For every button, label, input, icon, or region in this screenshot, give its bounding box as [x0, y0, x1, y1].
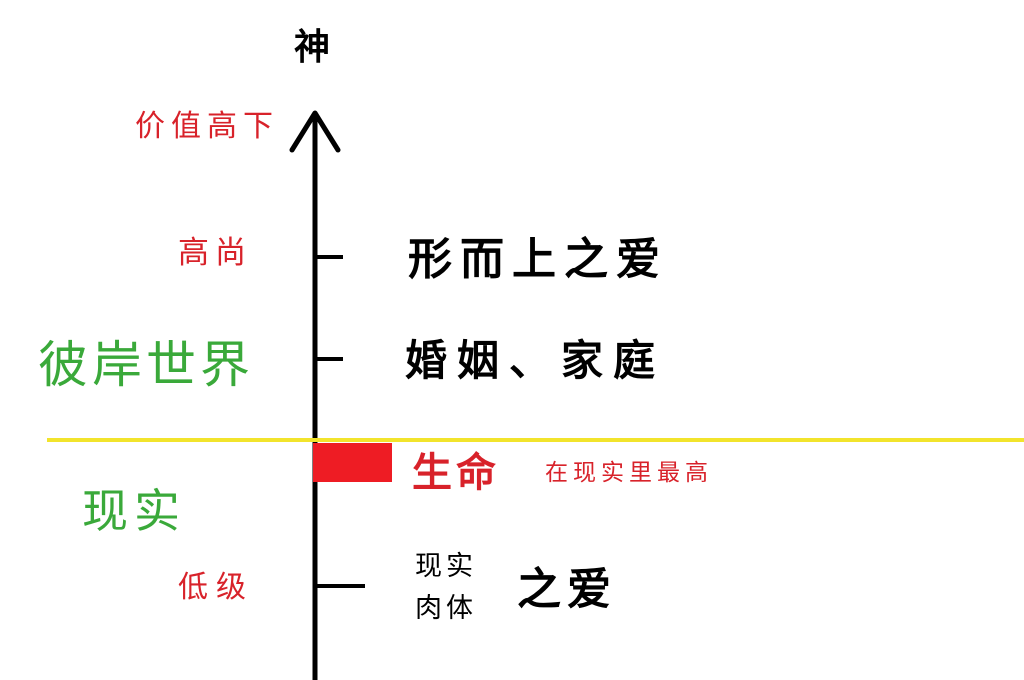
level-low: 低级 [178, 570, 254, 605]
life-label: 生命 [412, 450, 500, 496]
axis-label: 价值高下 [135, 109, 279, 144]
top-label: 神 [294, 27, 331, 68]
metaphysical-love: 形而上之爱 [408, 234, 668, 285]
marriage-family: 婚姻、家庭 [405, 336, 666, 385]
physical-line1: 现实 [415, 551, 477, 582]
axis-arrowhead [289, 110, 341, 153]
life-note: 在现实里最高 [545, 460, 713, 486]
realm-reality: 现实 [82, 484, 186, 538]
physical-line2: 肉体 [415, 593, 477, 624]
level-high: 高尚 [178, 235, 252, 271]
realm-beyond: 彼岸世界 [38, 336, 254, 394]
physical-love-suffix: 之爱 [517, 564, 617, 615]
life-marker [313, 443, 392, 482]
